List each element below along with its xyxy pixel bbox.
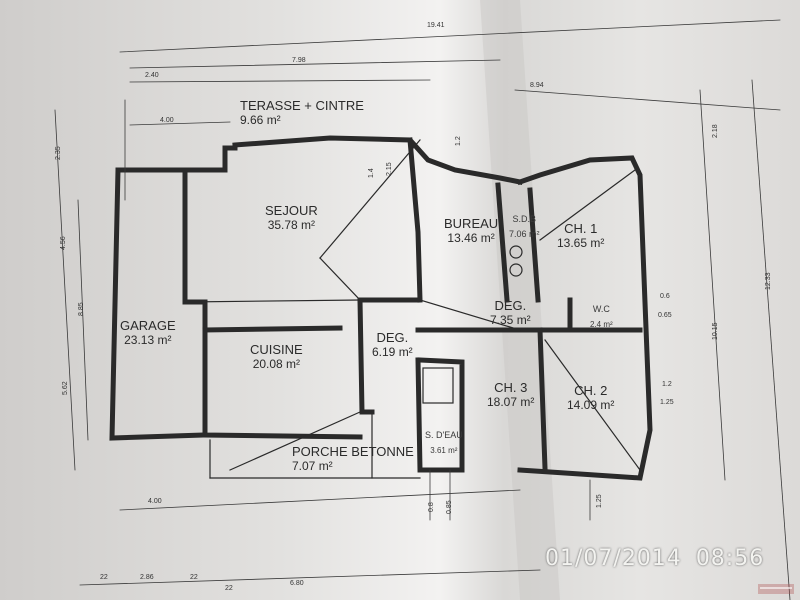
floor-plan-photo (0, 0, 800, 600)
